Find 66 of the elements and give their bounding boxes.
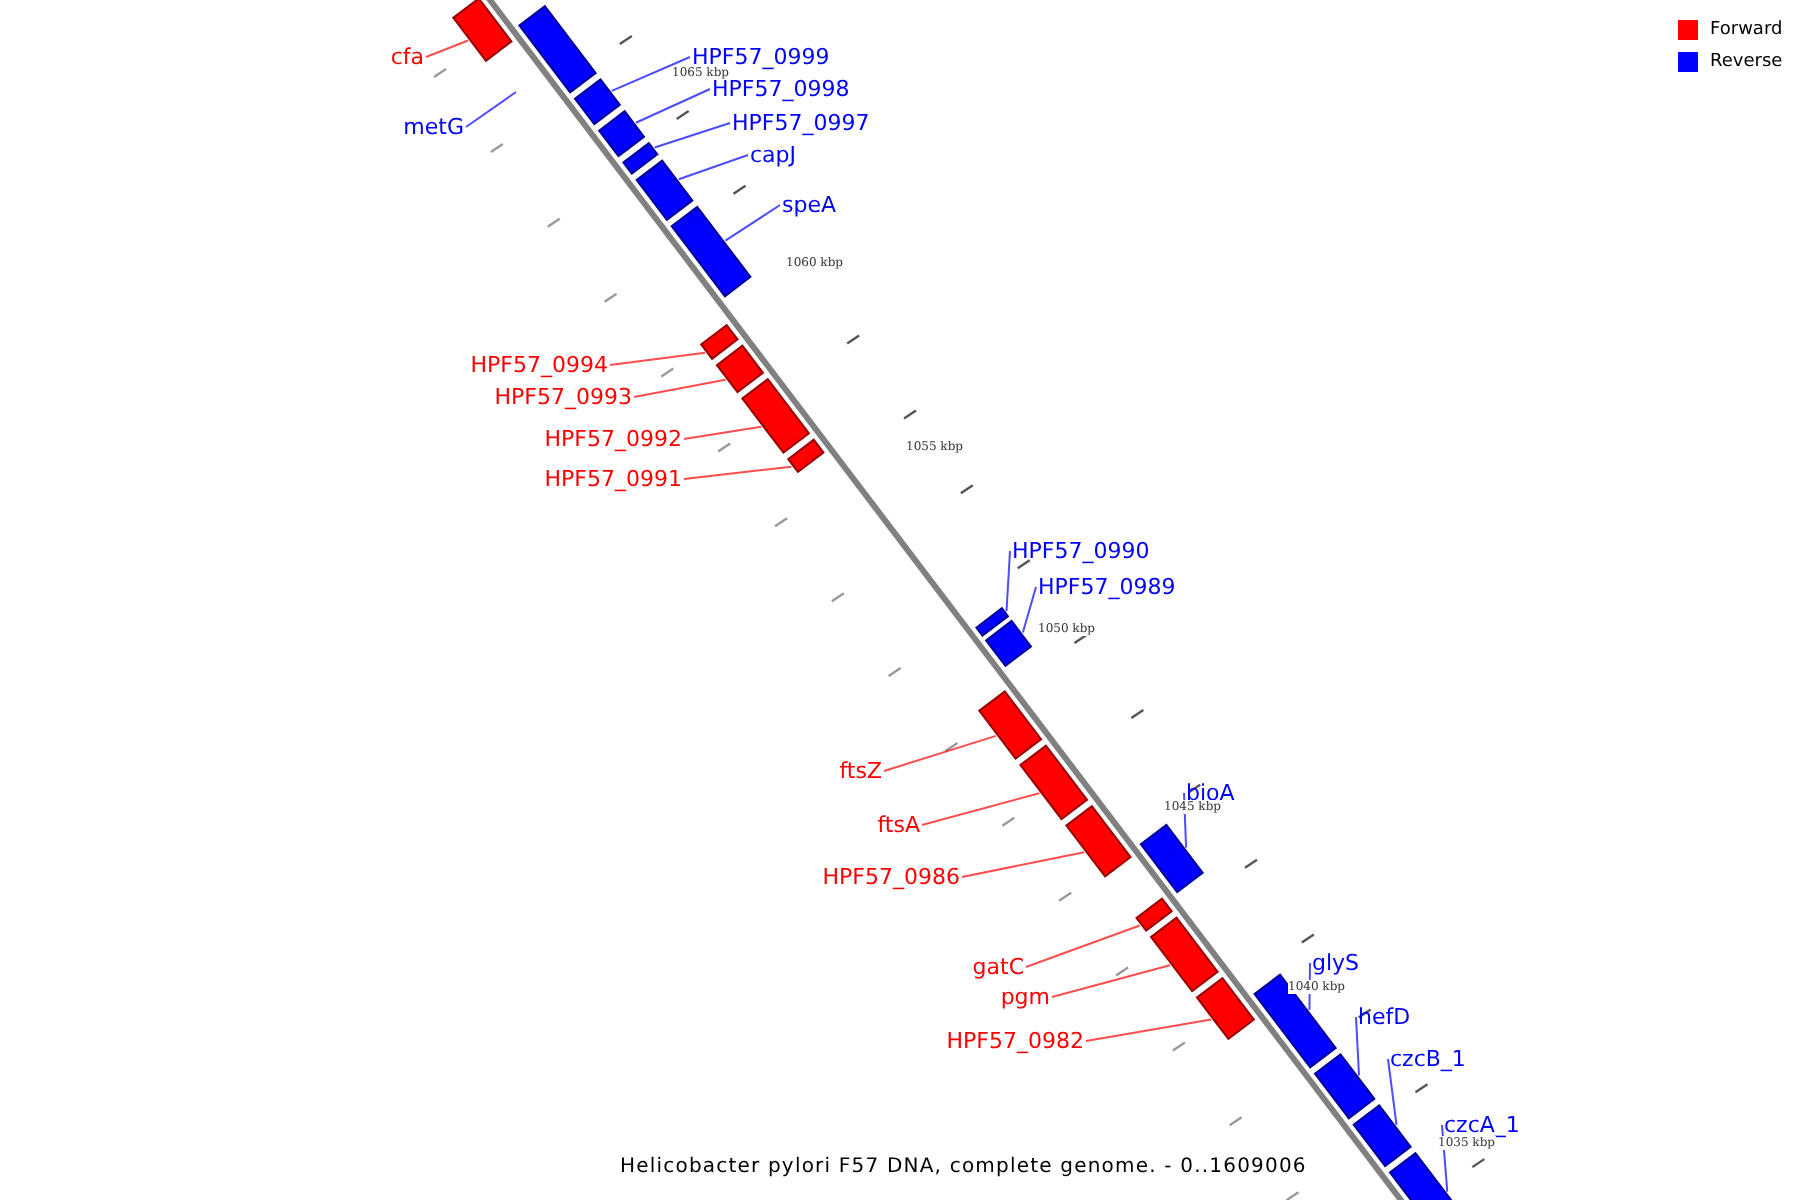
gene-label: speA xyxy=(782,192,837,218)
gene-bar xyxy=(975,606,1010,637)
gene-label: HPF57_0994 xyxy=(470,352,608,378)
leader-line xyxy=(677,154,749,181)
gene-label: HPF57_0982 xyxy=(946,1028,1084,1054)
gene-bar xyxy=(715,344,765,394)
gene-label: glyS xyxy=(1312,950,1360,976)
leader-line xyxy=(634,88,711,124)
gene-label: gatC xyxy=(972,954,1024,980)
leader-line xyxy=(653,122,731,149)
gene-label: metG xyxy=(403,114,464,140)
gene-bar xyxy=(1149,916,1219,993)
leader-line xyxy=(1005,550,1011,613)
gene-bar xyxy=(1352,1103,1413,1168)
gene-label: HPF57_0991 xyxy=(544,466,682,492)
leader-line xyxy=(425,39,470,58)
gene-label: ftsZ xyxy=(839,758,882,784)
leader-line xyxy=(1051,964,1171,998)
leader-line xyxy=(961,851,1086,878)
gene-bar xyxy=(573,77,622,126)
leader-line xyxy=(609,351,707,366)
gene-label: capJ xyxy=(750,142,797,168)
gene-label: pgm xyxy=(1000,984,1050,1010)
gene-label: HPF57_0997 xyxy=(732,110,870,136)
gene-bar xyxy=(1139,823,1205,894)
leader-line xyxy=(1355,1016,1360,1077)
gene-bar xyxy=(786,438,825,474)
gene-label: ftsA xyxy=(877,812,920,838)
leader-line xyxy=(465,91,517,128)
legend-label: Reverse xyxy=(1710,52,1783,72)
gene-bar xyxy=(597,109,646,158)
gene-bar xyxy=(977,690,1043,760)
leader-line xyxy=(883,734,997,772)
gene-label: hefD xyxy=(1358,1004,1411,1030)
gene-bar xyxy=(517,4,598,94)
leader-line xyxy=(633,378,727,398)
gene-label: HPF57_0993 xyxy=(494,384,632,410)
leader-line xyxy=(683,425,763,440)
gene-bar xyxy=(699,323,739,361)
leader-line xyxy=(1021,586,1037,634)
gene-label: HPF57_0999 xyxy=(692,44,830,70)
leader-line xyxy=(1025,924,1141,968)
gene-bar xyxy=(621,141,659,175)
leader-line xyxy=(683,465,793,480)
gene-label: HPF57_0998 xyxy=(712,76,850,102)
gene-bar xyxy=(1019,744,1089,821)
gene-label: czcA_1 xyxy=(1444,1112,1520,1138)
caption: Helicobacter pylori F57 DNA, complete genome. - 0..1609006 xyxy=(620,1156,1307,1178)
leader-line xyxy=(921,792,1041,826)
gene-bar xyxy=(451,0,513,63)
gene-label: HPF57_0989 xyxy=(1038,574,1176,600)
legend-label: Forward xyxy=(1710,20,1783,40)
gene-label: HPF57_0990 xyxy=(1012,538,1150,564)
gene-bar xyxy=(635,159,694,222)
gene-bar xyxy=(1064,804,1132,878)
leader-line xyxy=(1387,1058,1398,1126)
gene-label: HPF57_0992 xyxy=(544,426,682,452)
gene-label: czcB_1 xyxy=(1390,1046,1466,1072)
gene-bar xyxy=(670,205,752,298)
gene-bar xyxy=(740,377,811,455)
leader-line xyxy=(724,204,781,242)
leader-line xyxy=(610,56,691,92)
leader-line xyxy=(1085,1018,1213,1042)
gene-label: HPF57_0986 xyxy=(822,864,960,890)
gene-bar xyxy=(1313,1052,1376,1120)
gene-label: cfa xyxy=(390,44,424,70)
